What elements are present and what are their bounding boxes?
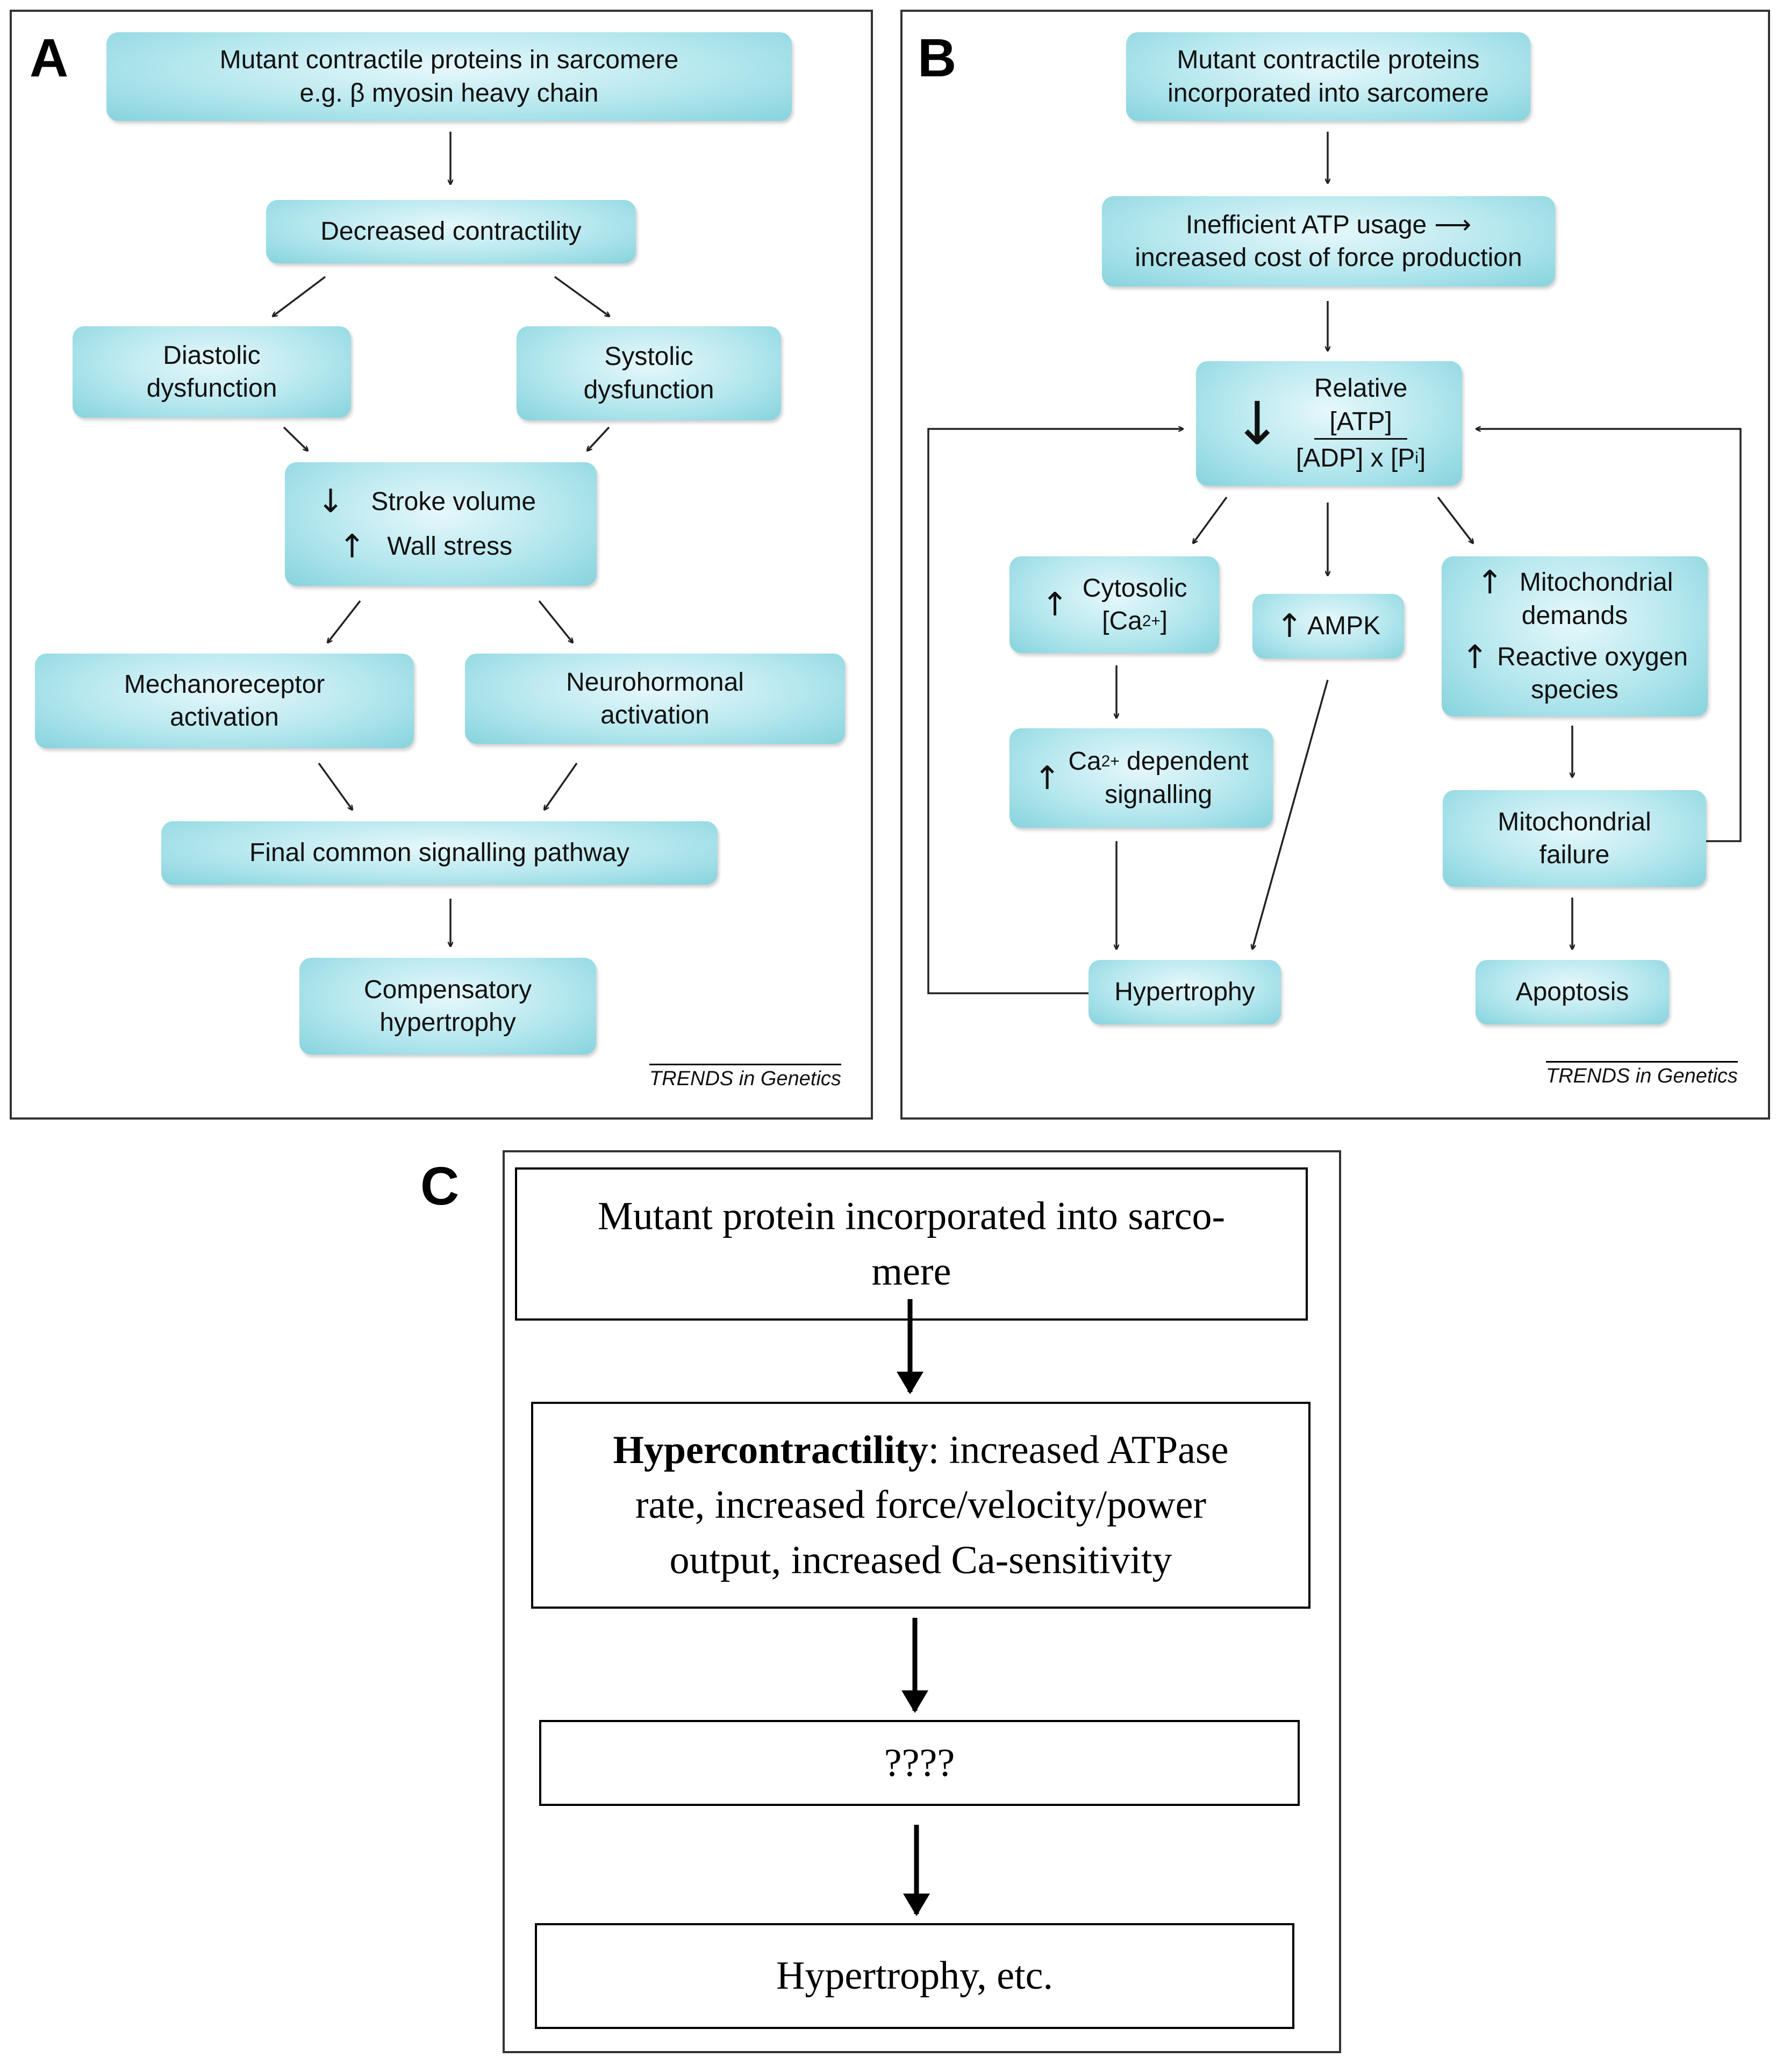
hypercontractility-bold: Hypercontractility — [613, 1428, 928, 1473]
node-b-hypertrophy: Hypertrophy — [1088, 960, 1281, 1024]
up-arrow-icon: ↑ — [1041, 586, 1069, 623]
node-b-mutant-proteins: Mutant contractile proteins incorporated… — [1126, 32, 1530, 121]
panel-a-footer: TRENDS in Genetics — [649, 1064, 841, 1091]
box-c-hypertrophy: Hypertrophy, etc. — [535, 1923, 1294, 2029]
node-b-inefficient-atp: Inefficient ATP usage⟶ increased cost of… — [1102, 196, 1555, 286]
up-arrow-icon: ↑ — [1034, 759, 1061, 797]
hypercontractility-desc: : increased ATPase rate, increased force… — [635, 1428, 1229, 1582]
up-arrow-icon: ↑ — [1276, 607, 1304, 645]
feedback-loop-left — [927, 429, 1183, 994]
node-b-apoptosis: Apoptosis — [1476, 960, 1669, 1024]
node-a-diastolic: Diastolic dysfunction — [73, 326, 351, 418]
panel-a-label: A — [30, 28, 69, 88]
node-a-systolic: Systolic dysfunction — [517, 326, 781, 420]
mito-demands-line1: Mitochondrial — [1519, 568, 1673, 597]
right-arrow-icon: ⟶ — [1434, 209, 1472, 240]
ros-line1: Reactive oxygen — [1497, 643, 1688, 671]
arrow-a-5 — [588, 426, 610, 450]
node-a-decreased-contractility: Decreased contractility — [266, 200, 636, 263]
box-c-unknown: ???? — [539, 1720, 1300, 1806]
up-arrow-icon: ↑ — [1461, 638, 1489, 676]
stroke-volume-text: Stroke volume — [371, 487, 536, 516]
atp-usage-text: Inefficient ATP usage — [1185, 210, 1427, 239]
box-c-hypercontractility: Hypercontractility: increased ATPase rat… — [531, 1402, 1310, 1609]
up-arrow-icon: ↑ — [339, 527, 366, 565]
arrow-a-3 — [554, 276, 609, 316]
panel-b-footer: TRENDS in Genetics — [1546, 1061, 1738, 1088]
arrow-a-2 — [273, 276, 326, 316]
arrow-b-5 — [1437, 496, 1473, 543]
arrow-a-8 — [318, 762, 352, 809]
force-cost-text: increased cost of force production — [1135, 243, 1522, 272]
node-b-mitochondrial-failure: Mitochondrial failure — [1443, 790, 1706, 887]
ros-line2: species — [1531, 676, 1619, 705]
node-a-neurohormonal: Neurohormonal activation — [465, 654, 845, 744]
arrow-a-6 — [328, 600, 361, 642]
arrow-b-9 — [1252, 679, 1329, 949]
node-a-mutant-proteins: Mutant contractile proteins in sarcomere… — [106, 32, 792, 121]
ca-dependent-line2: signalling — [1105, 780, 1213, 809]
node-b-ampk: ↑AMPK — [1252, 594, 1404, 658]
node-b-mitochondrial-ros: ↑Mitochondrial demands ↑Reactive oxygen … — [1442, 556, 1708, 716]
node-a-mechanoreceptor: Mechanoreceptor activation — [35, 654, 414, 748]
arrow-a-9 — [545, 762, 578, 809]
panel-c-label: C — [420, 1156, 460, 1216]
cytosolic-text: Cytosolic — [1082, 573, 1187, 603]
down-arrow-icon: ↓ — [1232, 389, 1282, 458]
wall-stress-text: Wall stress — [387, 532, 513, 561]
ampk-text: AMPK — [1307, 612, 1381, 641]
down-arrow-icon: ↓ — [317, 483, 345, 521]
relative-text: Relative — [1314, 374, 1408, 403]
feedback-loop-right — [1477, 429, 1742, 842]
node-a-compensatory: Compensatory hypertrophy — [299, 958, 596, 1055]
arrow-a-4 — [283, 426, 307, 450]
mito-demands-line2: demands — [1521, 601, 1628, 630]
arrow-a-7 — [538, 600, 572, 642]
node-a-final-common: Final common signalling pathway — [161, 821, 718, 885]
up-arrow-icon: ↑ — [1476, 563, 1503, 601]
arrow-b-3 — [1193, 496, 1228, 543]
node-a-stroke-wall: ↓ Stroke volume ↑ Wall stress — [285, 462, 597, 586]
atp-numerator: [ATP] — [1314, 405, 1407, 440]
box-c-mutant-protein: Mutant protein incorporated into sarco- … — [515, 1167, 1308, 1321]
panel-b-label: B — [918, 28, 957, 88]
